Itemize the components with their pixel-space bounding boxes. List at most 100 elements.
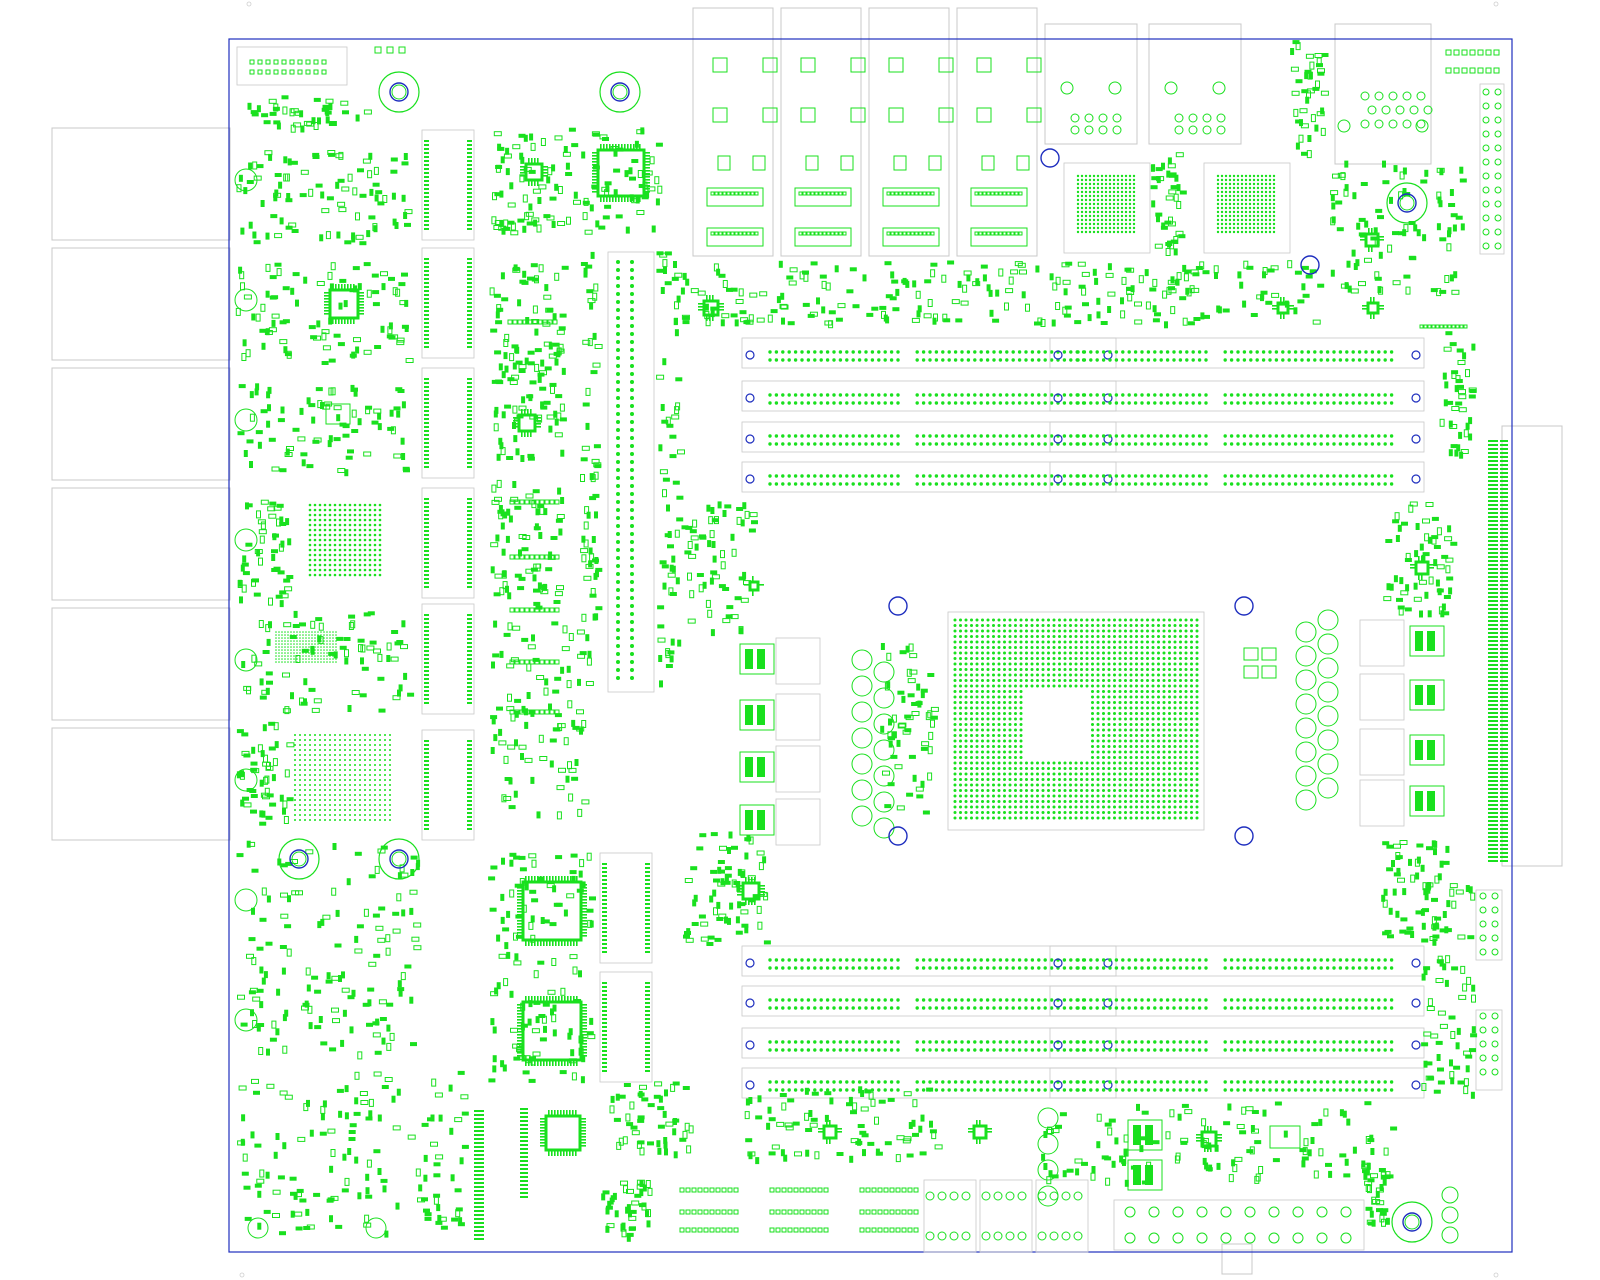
smd-component [625,226,630,234]
dimm-contact [1108,482,1112,486]
dimm-contact [1313,434,1317,438]
smd-component [284,586,293,592]
header-pin [507,319,513,325]
smd-component [631,198,640,204]
dimm-contact [870,401,875,405]
long-header-pin [616,644,620,648]
bga-ball [364,769,366,771]
smd-component [1243,260,1249,269]
bga-ball [1076,210,1080,214]
header-pin [1445,49,1452,56]
smd-component [310,620,316,629]
slot-contact [424,776,429,778]
bga-ball [329,637,331,639]
slot-contact [424,180,429,182]
smd-component [556,811,562,820]
dimm-contact [1223,474,1227,478]
smd-component [507,693,512,702]
bga-ball [304,764,306,766]
qfp-top-center [592,144,650,202]
smd-component [540,359,545,367]
smd-component [1299,119,1303,127]
bga-ball [284,661,286,663]
slot-contact [424,212,429,214]
bga-ball [284,637,286,639]
qfp-pin [359,304,364,306]
header-pin [529,607,535,613]
dimm-contact [857,401,862,405]
smd-component [507,622,513,631]
dimm-contact [819,434,823,438]
bga-ball [294,809,296,811]
rj45-pad-c-1 [800,107,816,123]
slot-contact [467,402,472,404]
bga-ball [326,652,328,654]
bga-ball [333,563,337,567]
smd-component [343,300,348,308]
bga-ball [318,518,322,522]
long-header-pin [630,284,634,288]
bga-ball [369,799,371,801]
smd-component [349,1026,354,1034]
dimm-contact [979,393,983,397]
dimm-contact [1274,401,1279,405]
smd-component [300,452,308,457]
smd-component [1392,231,1399,236]
bga-ball [379,749,381,751]
dimm-contact [877,482,881,486]
dimm-contact [1049,358,1054,362]
bga-ball [293,646,295,648]
bga-ball [278,640,280,642]
bga-ball [323,528,327,532]
smd-component [299,193,307,198]
bga-ball [319,759,321,761]
smd-component [514,698,522,703]
dimm-contact [928,482,932,486]
smd-component [506,508,511,516]
smd-component [351,429,359,433]
bga-ball [389,734,391,736]
bga-ball [374,739,376,741]
bga-ball [364,804,366,806]
dimm-contact [1165,442,1170,446]
smd-component [493,592,501,597]
dimm-contact [1300,474,1304,478]
bga-ball [1248,222,1252,226]
bga-ball [344,734,346,736]
bga-ball [343,503,347,507]
smd-component [1155,167,1163,172]
bga-ball [319,784,321,786]
bga-ball [374,804,376,806]
slot-contact [467,382,472,384]
slot-contact [467,466,472,468]
bga-ball [296,631,298,633]
long-header-pin [616,476,620,480]
dimm-contact [883,1006,887,1010]
bga-ball [384,779,386,781]
header-pin [544,659,550,665]
long-header-pin [630,388,634,392]
dimm-contact [864,958,868,962]
dimm-contact [915,958,919,962]
bga-ball [1120,182,1124,186]
qfp-pin [527,432,529,437]
smd-component [430,1114,435,1122]
dimm-contact [1159,401,1163,405]
smd-component [1399,171,1405,180]
rj45-magnetics2-3 [970,227,1028,247]
smd-component [311,707,320,713]
slot-contact [467,290,472,292]
bga-ball [1264,214,1268,218]
smd-component [527,361,535,366]
bga-ball [369,744,371,746]
dimm-contact [1255,393,1259,397]
slot-contact [424,808,429,810]
dimm-contact [1082,350,1087,354]
bga-ball [332,634,334,636]
bga-ball [1224,206,1228,210]
smd-component [286,446,294,451]
smd-component [767,314,773,323]
dimm-contact [870,998,875,1002]
bga-ball [369,789,371,791]
smd-component [1179,296,1187,301]
